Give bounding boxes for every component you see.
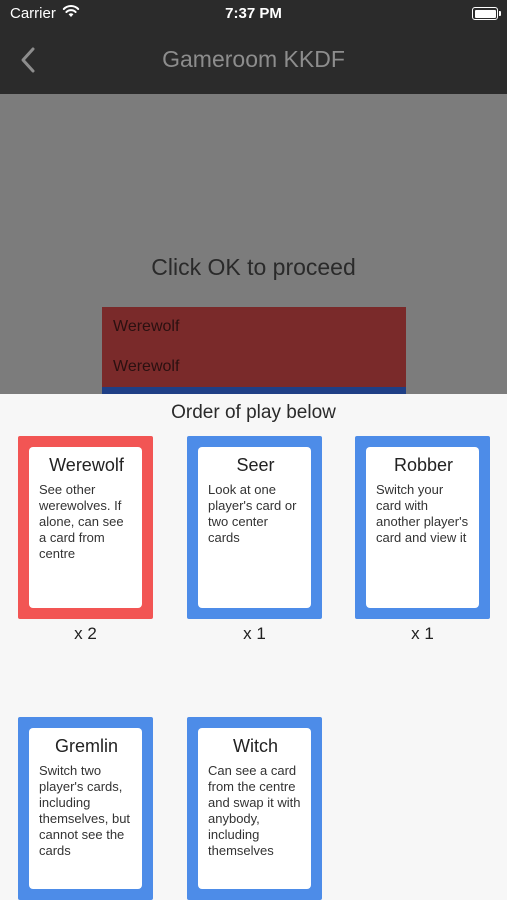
card-name: Witch	[233, 736, 278, 756]
card-face: Robber Switch your card with another pla…	[366, 447, 479, 608]
card-face: Witch Can see a card from the centre and…	[198, 728, 311, 889]
card-count: x 2	[74, 624, 97, 643]
card-description: Can see a card from the centre and swap …	[208, 763, 301, 858]
card-count: x 1	[411, 624, 434, 643]
card-slot-witch: Witch Can see a card from the centre and…	[187, 717, 322, 900]
order-heading: Order of play below	[171, 402, 336, 423]
card-description: Look at one player's card or two center …	[208, 482, 297, 545]
battery-icon	[472, 7, 501, 20]
card-face: Gremlin Switch two player's cards, inclu…	[29, 728, 142, 889]
card-slot-werewolf: Werewolf See other werewolves. If alone,…	[18, 436, 153, 644]
role-card-seer[interactable]: Seer Look at one player's card or two ce…	[187, 436, 322, 619]
role-list: Werewolf Werewolf	[102, 307, 406, 394]
clock: 7:37 PM	[225, 5, 282, 22]
carrier-label: Carrier	[10, 5, 56, 22]
card-description: Switch two player's cards, including the…	[39, 763, 131, 858]
role-row[interactable]: Werewolf	[102, 307, 406, 347]
card-count: x 1	[243, 624, 266, 643]
role-row[interactable]: Werewolf	[102, 347, 406, 387]
status-bar: Carrier 7:37 PM	[0, 0, 507, 28]
card-description: See other werewolves. If alone, can see …	[39, 482, 124, 561]
card-name: Seer	[236, 455, 275, 475]
card-face: Seer Look at one player's card or two ce…	[198, 447, 311, 608]
role-card-werewolf[interactable]: Werewolf See other werewolves. If alone,…	[18, 436, 153, 619]
chevron-left-icon[interactable]	[14, 44, 44, 76]
card-face: Werewolf See other werewolves. If alone,…	[29, 447, 142, 608]
role-card-gremlin[interactable]: Gremlin Switch two player's cards, inclu…	[18, 717, 153, 900]
order-of-play-sheet: Order of play below Werewolf See other w…	[0, 394, 507, 900]
card-name: Werewolf	[49, 455, 124, 475]
card-name: Gremlin	[54, 736, 118, 756]
card-slot-gremlin: Gremlin Switch two player's cards, inclu…	[18, 717, 153, 900]
card-slot-seer: Seer Look at one player's card or two ce…	[187, 436, 322, 644]
wifi-icon	[62, 5, 80, 17]
proceed-prompt: Click OK to proceed	[151, 254, 356, 280]
card-description: Switch your card with another player's c…	[376, 482, 469, 545]
role-card-witch[interactable]: Witch Can see a card from the centre and…	[187, 717, 322, 900]
role-row-blue[interactable]	[102, 387, 406, 394]
card-slot-robber: Robber Switch your card with another pla…	[355, 436, 490, 644]
card-name: Robber	[393, 455, 454, 475]
role-card-robber[interactable]: Robber Switch your card with another pla…	[355, 436, 490, 619]
game-content: Click OK to proceed Werewolf Werewolf	[0, 94, 507, 394]
navigation-bar: Gameroom KKDF	[0, 28, 507, 94]
page-title: Gameroom KKDF	[162, 46, 345, 72]
